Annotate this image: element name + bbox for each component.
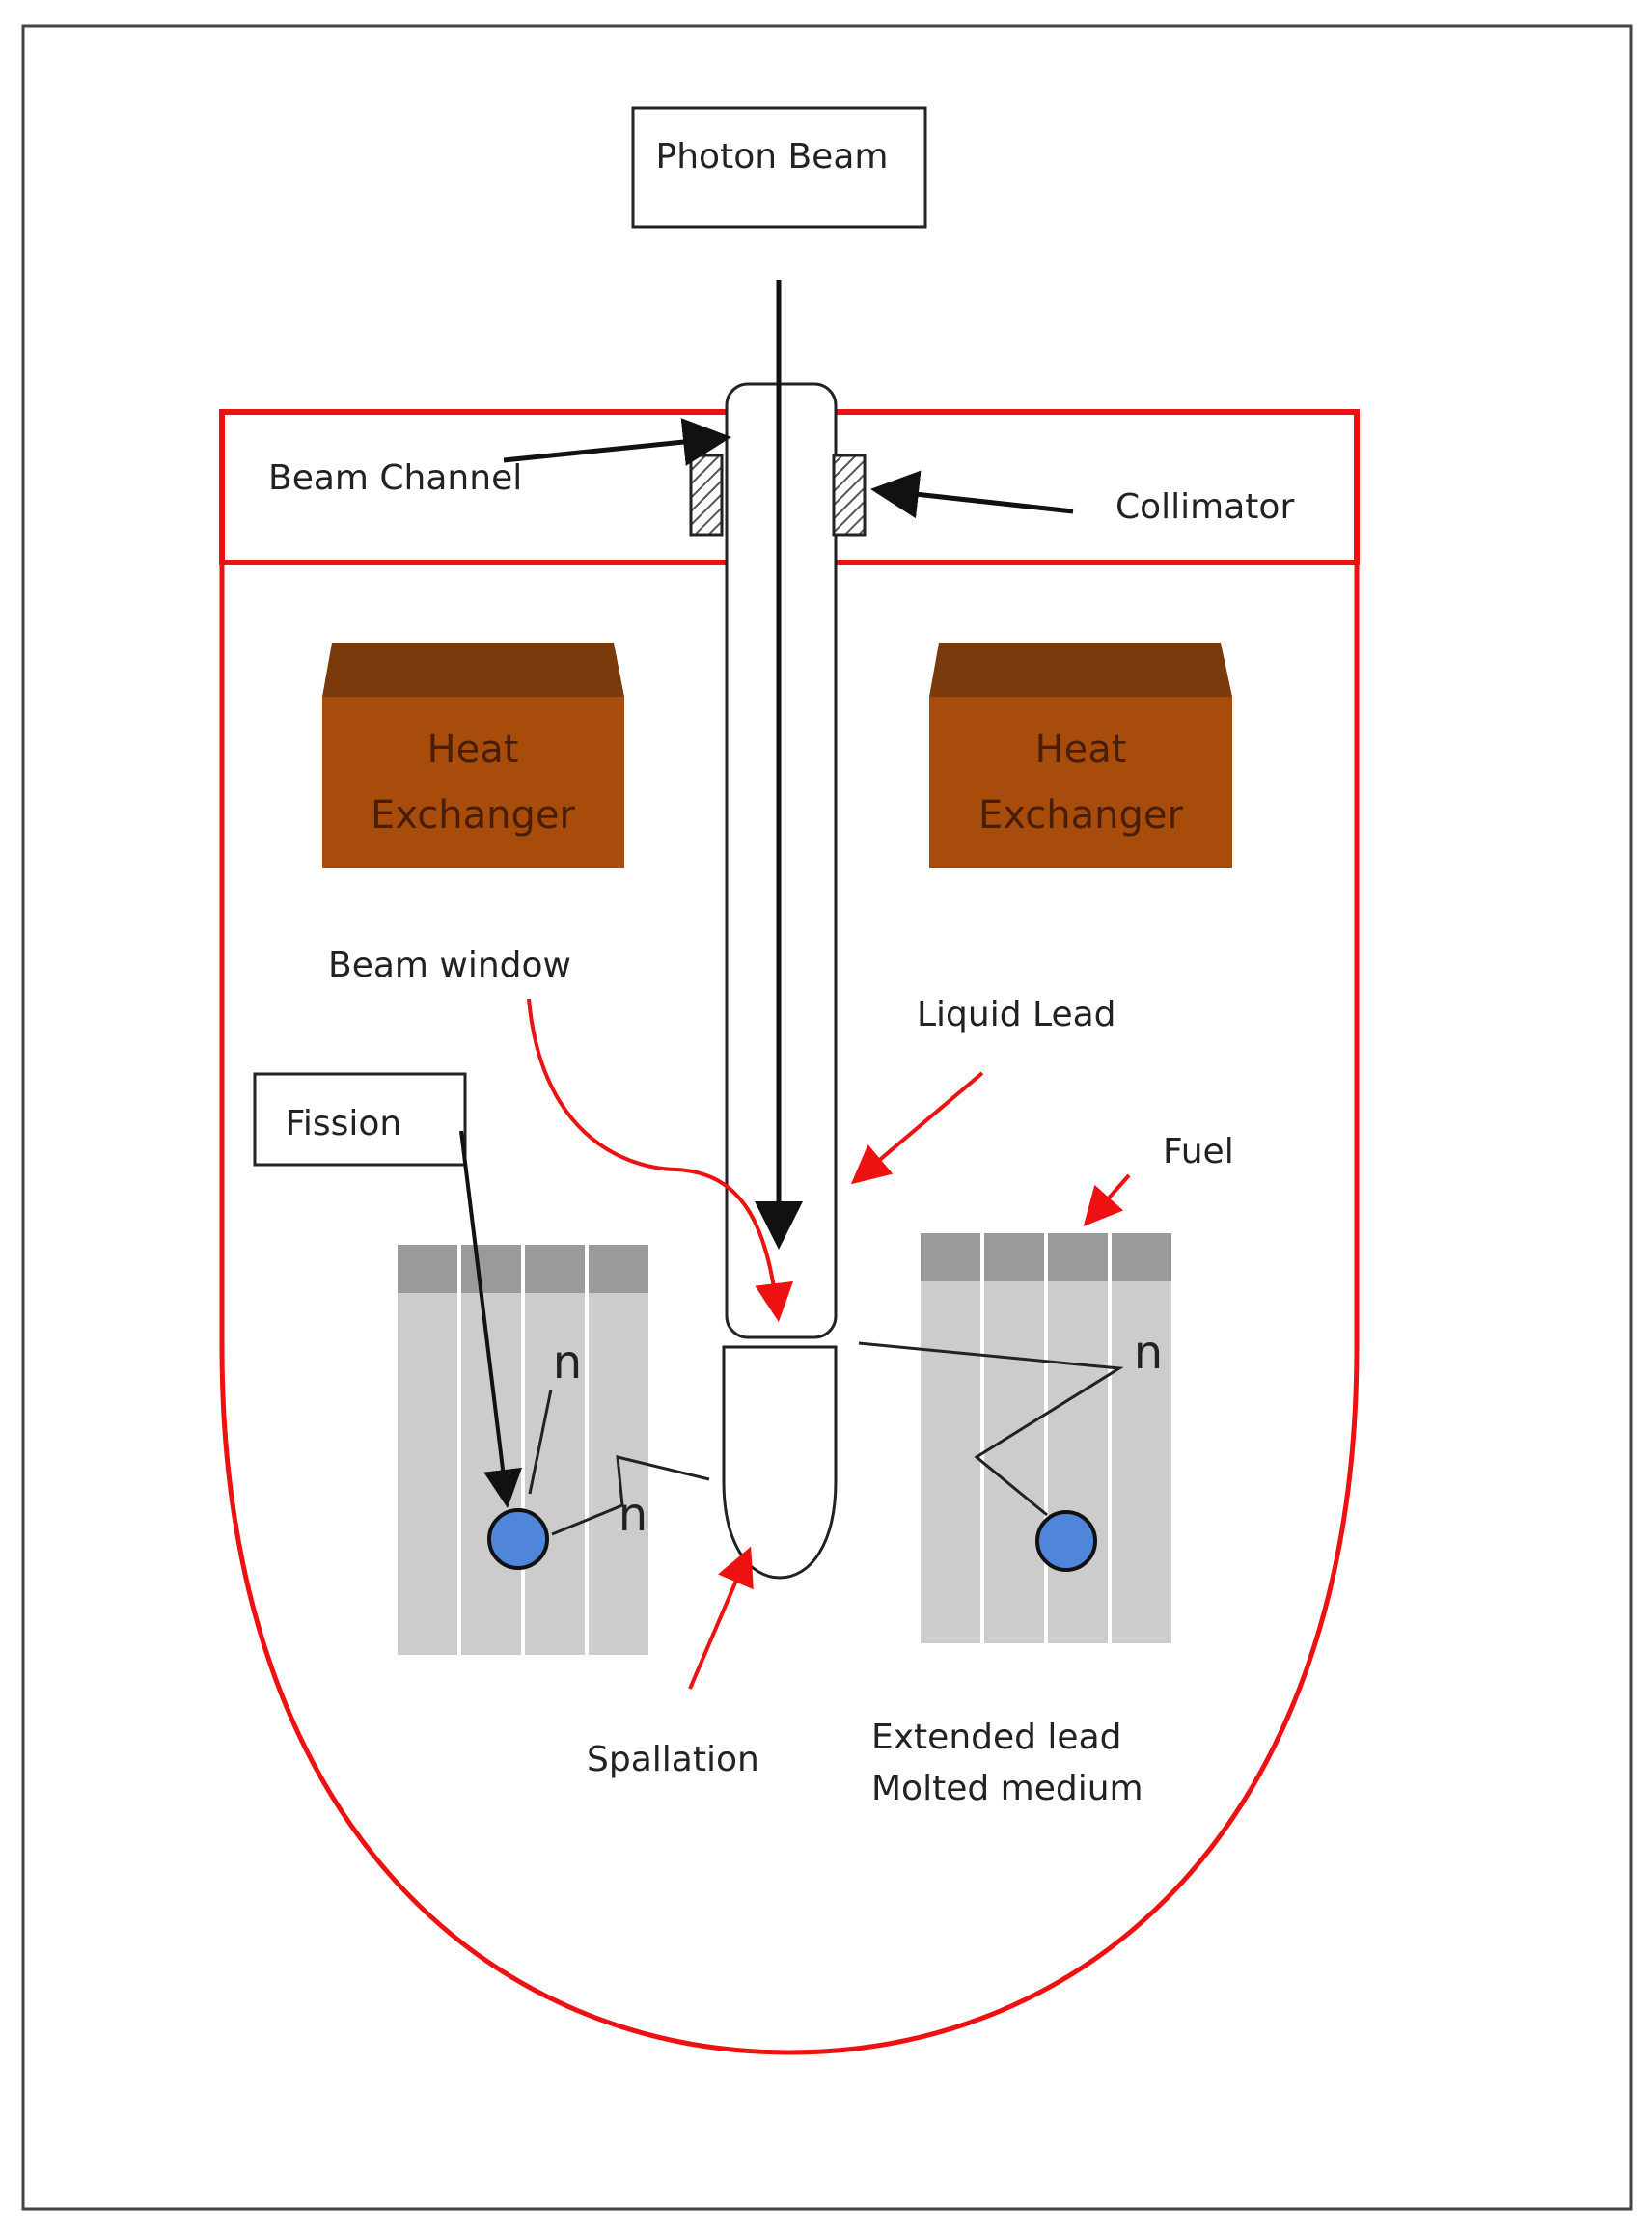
spallation-arrow [688,1546,754,1690]
fuel-label: Fuel [1163,1132,1234,1171]
fission-box [253,1072,467,1167]
collimator-label: Collimator [1115,487,1294,527]
neutron-label-left-upper: n [553,1335,582,1390]
photon-beam-label: Photon Beam [656,137,889,177]
fission-arrow [459,1130,522,1508]
neutron-path-right [858,1341,1124,1517]
neutron-label-left-lower: n [619,1488,647,1542]
fuel-arrow [1083,1173,1131,1226]
extended-lead-line1: Extended lead [871,1718,1122,1757]
heat-exchanger-right-line1: Heat [1035,728,1127,772]
beam-channel-label: Beam Channel [268,458,522,498]
collimator-block-right [832,454,867,537]
fissile-atom-left [487,1508,549,1570]
neutron-path-left [551,1455,710,1536]
fuel-assembly-left [398,1245,648,1655]
collimator-arrow [870,470,1074,519]
heat-exchanger-left: Heat Exchanger [322,643,624,868]
heat-exchanger-left-line1: Heat [427,728,519,772]
liquid-lead-arrow [850,1071,984,1185]
spallation-label: Spallation [587,1740,759,1779]
beam-channel-arrow [503,418,731,466]
liquid-lead-label: Liquid Lead [917,995,1116,1034]
fissile-atom-right [1035,1510,1097,1572]
reactor-vessel [219,560,1360,2055]
neutron-path-left-up [528,1389,553,1495]
beam-window-label: Beam window [328,946,571,985]
fuel-assembly-right [921,1233,1171,1643]
heat-exchanger-right-line2: Exchanger [978,793,1183,838]
heat-exchanger-left-line2: Exchanger [371,793,575,838]
photon-beam-box [631,106,927,229]
fission-label: Fission [286,1104,401,1143]
heat-exchanger-right: Heat Exchanger [929,643,1232,868]
beam-window-arrow [527,998,794,1322]
neutron-label-right: n [1134,1326,1163,1380]
collimator-block-left [689,454,724,537]
extended-lead-line2: Molted medium [871,1769,1143,1808]
spallation-target [722,1345,838,1580]
